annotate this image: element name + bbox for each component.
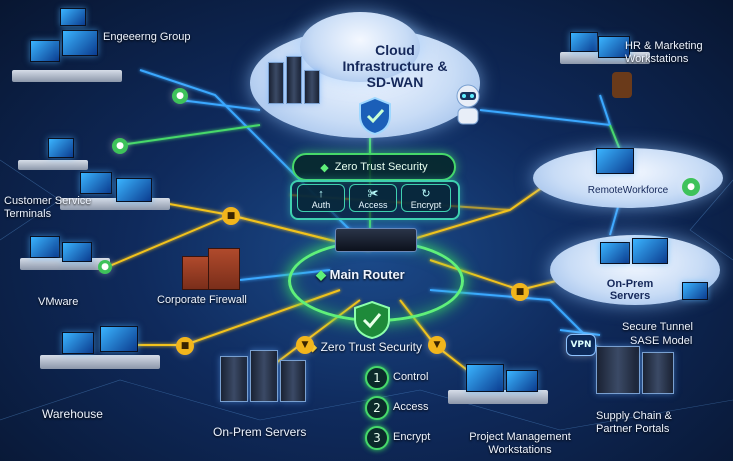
cloud-server-icon	[286, 56, 302, 104]
sase-label: SASE Model	[630, 335, 693, 347]
hr-chair	[612, 72, 632, 98]
shield-node-right-icon: ▼	[428, 336, 446, 354]
customer-label: Customer Service Terminals	[4, 195, 104, 221]
auth-icon: ↑	[318, 188, 324, 200]
engineering-monitor	[60, 8, 86, 26]
onprem-right-label-text: On-Prem Servers	[606, 278, 654, 302]
cloud-server-icon	[268, 62, 284, 104]
project-desk	[448, 390, 548, 404]
project-monitor	[506, 370, 538, 392]
step-1-label: Control	[393, 371, 429, 383]
onprem-bottom-rack	[220, 356, 248, 402]
zero-trust-top-label: Zero Trust Security	[334, 161, 428, 173]
hr-monitor	[598, 36, 630, 58]
engineering-desk	[12, 70, 122, 82]
router-shield-big-icon	[354, 300, 390, 340]
supply-label-text: Supply Chain & Partner Portals	[596, 410, 672, 435]
onprem-right-monitor	[632, 238, 668, 264]
warehouse-label: Warehouse	[42, 407, 103, 421]
router-label: Main Router	[329, 267, 405, 282]
zero-trust-bottom-wrap: ◆ Zero Trust Security	[308, 341, 422, 354]
firewall-label: Corporate Firewall	[157, 294, 247, 306]
hr-monitor	[570, 32, 598, 52]
engineering-monitor	[62, 30, 98, 56]
policy-auth-label: Auth	[311, 200, 331, 210]
hr-label: HR & Marketing Workstations	[625, 40, 725, 66]
secure-tunnel-label: Secure Tunnel	[622, 321, 693, 333]
robot-icon	[456, 84, 480, 125]
vpn-badge: VPN	[566, 334, 596, 356]
firewall-tower	[208, 248, 240, 290]
policy-access-label: Access	[358, 200, 388, 210]
vmware-label: VMware	[38, 296, 79, 308]
encrypt-icon: ↻	[421, 188, 431, 200]
router-label-wrap: ◆ Main Router	[316, 268, 405, 281]
link-hr-remote	[609, 124, 621, 151]
step-1-badge: 1	[365, 366, 389, 390]
customer-monitor	[48, 138, 74, 158]
project-label: Project Management Workstations	[450, 431, 590, 457]
hr-label-text: HR & Marketing Workstations	[625, 40, 703, 65]
access-icon: ✀	[367, 188, 379, 200]
policy-encrypt: ↻ Encrypt	[401, 184, 451, 212]
zero-trust-bottom-label: Zero Trust Security	[320, 340, 422, 354]
step-2-label: Access	[393, 401, 429, 413]
engineering-user-icon: ●	[172, 88, 188, 104]
supply-label: Supply Chain & Partner Portals	[596, 410, 696, 436]
engineering-monitor	[30, 40, 60, 62]
warehouse-monitor	[62, 332, 94, 354]
shield-check-icon: ◆	[320, 161, 329, 174]
onprem-right-monitor	[600, 242, 630, 264]
link-cloud-hr	[479, 94, 612, 127]
onprem-right-wifi-icon: ■	[511, 283, 529, 301]
customer-node-icon: ●	[112, 138, 128, 154]
vmware-monitor	[62, 242, 92, 262]
router-shield-icon: ◆	[316, 267, 326, 282]
vmware-node-icon: ●	[98, 260, 112, 274]
onprem-bottom-label: On-Prem Servers	[213, 425, 307, 439]
vmware-monitor	[30, 236, 60, 258]
policy-access: ✀ Access	[349, 184, 397, 212]
cloud-server-icon	[304, 70, 320, 104]
shield-node-left-icon: ▼	[296, 336, 314, 354]
warehouse-monitor	[100, 326, 138, 352]
step-3-label: Encrypt	[393, 431, 431, 443]
onprem-bottom-rack	[250, 350, 278, 402]
zero-trust-top-badge: ◆ Zero Trust Security	[292, 153, 456, 181]
engineering-label: Engeeerng Group	[103, 31, 191, 43]
customer-wifi-icon: ■	[222, 207, 240, 225]
warehouse-node-icon: ■	[176, 337, 194, 355]
step-3-badge: 3	[365, 426, 389, 450]
link-cloud-engineering	[179, 99, 261, 111]
cloud-shield-icon	[359, 96, 391, 136]
supply-server-icon	[596, 346, 640, 394]
remote-monitor	[596, 148, 634, 174]
customer-monitor	[116, 178, 152, 202]
router-device-icon	[335, 228, 417, 252]
supply-server-icon	[642, 352, 674, 394]
onprem-bottom-rack	[280, 360, 306, 402]
customer-monitor	[80, 172, 112, 194]
step-2-badge: 2	[365, 396, 389, 420]
onprem-right-label: On-Prem Servers	[580, 278, 680, 302]
policy-auth: ↑ Auth	[297, 184, 345, 212]
cloud-title: Cloud Infrastructure & SD-WAN	[342, 42, 448, 90]
customer-label-text: Customer Service Terminals	[4, 195, 92, 220]
remote-label: RemoteWorkforce	[587, 185, 669, 196]
link-cloud-customer	[119, 124, 261, 146]
remote-robot-icon: ●	[682, 178, 700, 196]
customer-desk-back	[18, 160, 88, 170]
project-label-text: Project Management Workstations	[469, 431, 571, 456]
warehouse-desk	[40, 355, 160, 369]
policy-encrypt-label: Encrypt	[410, 200, 442, 210]
cloud-shape-top	[300, 12, 420, 82]
project-monitor	[466, 364, 504, 392]
onprem-right-laptop	[682, 282, 708, 300]
